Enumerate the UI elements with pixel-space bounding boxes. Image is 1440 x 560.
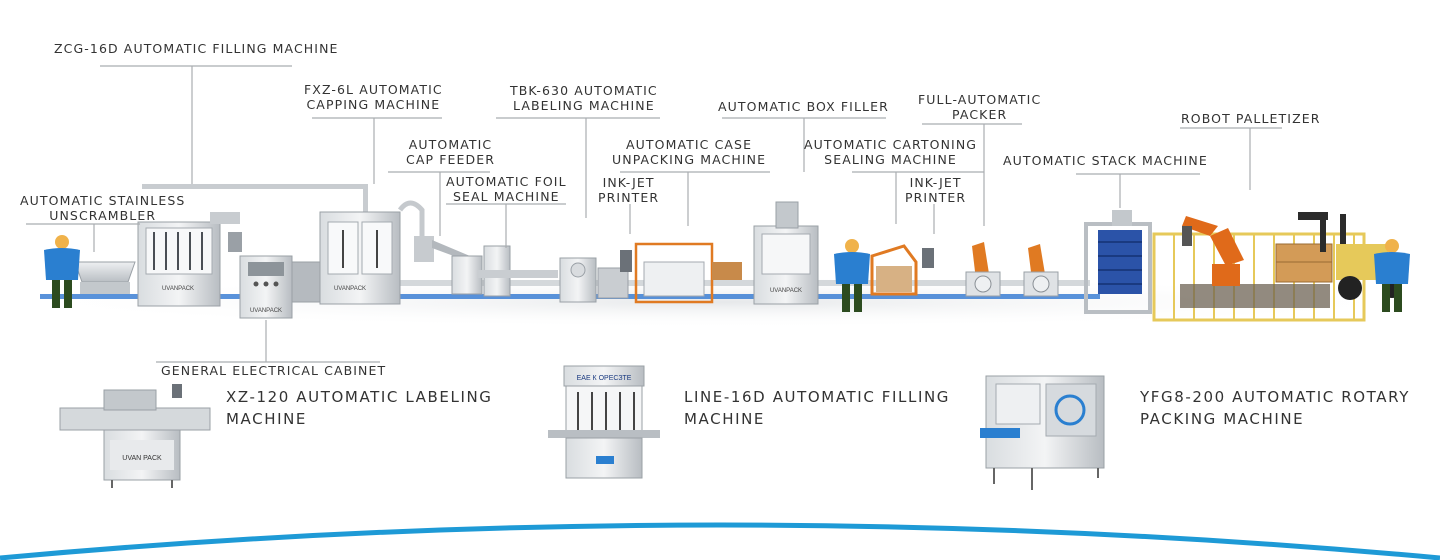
label-foil-seal: AUTOMATIC FOIL SEAL MACHINE [446, 174, 567, 204]
electrical-cabinet [239, 255, 323, 319]
labeling-machine [559, 257, 629, 303]
filling-machine-thumbnail: ЕАЕ К ОРЕСЗТЕ [548, 365, 660, 479]
worker-icon [834, 239, 870, 312]
foil-seal-machine [478, 245, 558, 297]
capping-machine [319, 200, 434, 305]
overhead-pipe [142, 184, 368, 189]
cartoning-sealing-machine [870, 244, 918, 296]
brand-mark: UVANPACK [162, 286, 194, 292]
label-filling-machine: ZCG-16D AUTOMATIC FILLING MACHINE [54, 41, 339, 56]
cap-feeder [432, 240, 483, 295]
label-electrical-cabinet: GENERAL ELECTRICAL CABINET [161, 363, 387, 378]
label-cartoning-sealing: AUTOMATIC CARTONING SEALING MACHINE [804, 137, 978, 167]
label-inkjet-printer-1: INK-JET PRINTER [598, 175, 660, 205]
conveyor-rail [400, 280, 1090, 286]
brand-mark: UVAN PACK [122, 455, 162, 462]
label-box-filler: AUTOMATIC BOX FILLER [718, 99, 889, 114]
worker-icon [1374, 239, 1410, 312]
unscrambler-machine [74, 261, 136, 294]
filler-panel-text: ЕАЕ К ОРЕСЗТЕ [577, 375, 632, 382]
label-inkjet-printer-2: INK-JET PRINTER [905, 175, 967, 205]
label-case-unpacking: AUTOMATIC CASE UNPACKING MACHINE [612, 137, 767, 167]
brand-mark: UVANPACK [250, 308, 282, 314]
product-caption-rotary-packing: YFG8-200 AUTOMATIC ROTARY PACKING MACHIN… [1140, 388, 1410, 428]
brand-mark: UVANPACK [770, 288, 802, 294]
label-unscrambler: AUTOMATIC STAINLESS UNSCRAMBLER [20, 193, 186, 223]
label-robot-palletizer: ROBOT PALLETIZER [1181, 111, 1321, 126]
product-caption-filling: LINE-16D AUTOMATIC FILLING MACHINE [684, 388, 951, 428]
robot-arm-icon [1182, 216, 1244, 286]
leader-lines [26, 65, 1282, 363]
label-capping-machine: FXZ-6L AUTOMATIC CAPPING MACHINE [304, 82, 443, 112]
box-filler [753, 201, 819, 305]
filling-machine [137, 212, 242, 307]
label-labeling-machine: TBK-630 AUTOMATIC LABELING MACHINE [510, 83, 658, 113]
label-full-auto-packer: FULL-AUTOMATIC PACKER [918, 92, 1042, 122]
product-caption-labeling: XZ-120 AUTOMATIC LABELING MACHINE [226, 388, 493, 428]
brand-mark: UVANPACK [334, 286, 366, 292]
case-unpacking-machine [634, 242, 742, 304]
label-cap-feeder: AUTOMATIC CAP FEEDER [406, 137, 495, 167]
labeling-machine-thumbnail: UVAN PACK [59, 384, 211, 488]
label-stack-machine: AUTOMATIC STACK MACHINE [1003, 153, 1208, 168]
overhead-pipe-drop [363, 184, 368, 214]
decorative-arc [0, 522, 1440, 560]
full-auto-packer [965, 242, 1059, 297]
inkjet-printer-1 [620, 250, 632, 272]
rotary-packing-thumbnail [980, 375, 1105, 490]
stack-machine [1084, 210, 1152, 314]
inkjet-printer-2 [922, 248, 934, 268]
worker-icon [44, 235, 80, 308]
